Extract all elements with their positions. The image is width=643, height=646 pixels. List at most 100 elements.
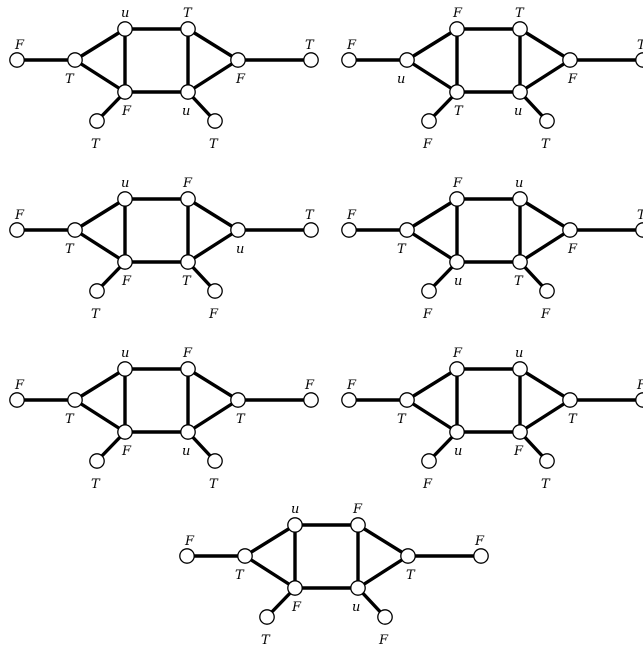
node-left-leaf — [341, 392, 357, 408]
node-leaf-bottom-left — [421, 283, 437, 299]
node-label-left-leaf: F — [14, 38, 25, 53]
edge-top-right-right-hub — [518, 27, 572, 62]
edge-top-right-right-hub — [186, 367, 240, 402]
node-left-leaf — [341, 52, 357, 68]
edge-top-right-right-hub — [186, 197, 240, 232]
edge-bottom-right-right-hub — [186, 398, 240, 434]
node-left-hub — [399, 52, 415, 68]
node-label-top-right: T — [183, 6, 193, 21]
node-label-top-left: u — [121, 6, 129, 21]
node-top-right — [512, 21, 528, 37]
node-label-right-hub: T — [568, 412, 578, 427]
node-bottom-right — [180, 424, 196, 440]
node-label-left-hub: T — [65, 72, 75, 87]
node-label-leaf-bottom-right: F — [208, 307, 219, 322]
node-label-left-leaf: F — [346, 378, 357, 393]
node-bottom-left — [449, 424, 465, 440]
edge-left-hub-top-left — [405, 197, 459, 232]
node-label-bottom-left: F — [121, 104, 132, 119]
node-label-bottom-right: T — [182, 274, 192, 289]
edge-left-hub-bottom-left — [405, 228, 459, 264]
node-leaf-bottom-left — [89, 453, 105, 469]
edge-bottom-right-right-hub — [186, 228, 240, 264]
node-label-bottom-right: u — [182, 444, 190, 459]
edge-left-hub-bottom-left — [405, 58, 459, 94]
node-label-left-hub: T — [65, 242, 75, 257]
node-label-right-hub: u — [236, 242, 244, 257]
node-left-hub — [237, 548, 253, 564]
node-bottom-left — [117, 254, 133, 270]
node-right-hub — [400, 548, 416, 564]
node-left-leaf — [9, 222, 25, 238]
node-top-left — [117, 21, 133, 37]
node-label-right-leaf: T — [637, 38, 643, 53]
edge-left-hub-top-left — [243, 523, 297, 558]
node-label-leaf-bottom-left: F — [422, 137, 433, 152]
node-label-bottom-left: F — [291, 600, 302, 615]
node-label-bottom-right: u — [352, 600, 360, 615]
node-bottom-left — [449, 84, 465, 100]
edge-bottom-right-right-hub — [186, 58, 240, 94]
node-bottom-left — [287, 580, 303, 596]
node-label-right-leaf: T — [637, 208, 643, 223]
edge-top-right-right-hub — [518, 367, 572, 402]
node-bottom-right — [180, 254, 196, 270]
node-left-leaf — [9, 52, 25, 68]
node-label-right-hub: F — [235, 72, 246, 87]
edge-top-right-right-hub — [518, 197, 572, 232]
node-right-hub — [230, 222, 246, 238]
graph-6: FTFuTFuFFT — [341, 346, 643, 492]
node-label-right-hub: T — [236, 412, 246, 427]
node-label-left-hub: u — [397, 72, 405, 87]
edge-left-hub-top-left — [73, 27, 127, 62]
node-label-right-hub: T — [406, 568, 416, 583]
node-label-leaf-bottom-left: F — [422, 477, 433, 492]
edge-left-hub-top-left — [405, 367, 459, 402]
node-label-bottom-left: F — [121, 274, 132, 289]
node-right-leaf — [303, 222, 319, 238]
edge-left-hub-bottom-left — [405, 398, 459, 434]
node-label-left-hub: T — [65, 412, 75, 427]
node-right-hub — [562, 392, 578, 408]
node-top-right — [180, 361, 196, 377]
node-label-right-leaf: F — [474, 534, 485, 549]
node-label-bottom-left: T — [454, 104, 464, 119]
edge-top-right-right-hub — [186, 27, 240, 62]
node-top-left — [449, 21, 465, 37]
node-label-top-left: u — [121, 176, 129, 191]
graph-2: FuFTFTTuFT — [341, 6, 643, 152]
node-left-hub — [67, 392, 83, 408]
node-label-left-leaf: F — [346, 38, 357, 53]
node-label-leaf-bottom-right: T — [209, 477, 219, 492]
node-leaf-bottom-left — [89, 113, 105, 129]
node-label-leaf-bottom-right: F — [540, 307, 551, 322]
node-label-left-leaf: F — [184, 534, 195, 549]
node-right-hub — [230, 392, 246, 408]
node-right-leaf — [635, 222, 643, 238]
node-label-bottom-right: F — [513, 444, 524, 459]
node-left-leaf — [179, 548, 195, 564]
node-label-bottom-left: F — [121, 444, 132, 459]
edge-left-hub-bottom-left — [73, 228, 127, 264]
node-label-leaf-bottom-right: T — [209, 137, 219, 152]
node-top-right — [512, 191, 528, 207]
node-bottom-left — [117, 84, 133, 100]
node-label-leaf-bottom-left: F — [422, 307, 433, 322]
node-label-right-leaf: T — [305, 208, 315, 223]
node-label-left-hub: T — [235, 568, 245, 583]
node-label-leaf-bottom-right: T — [541, 477, 551, 492]
node-right-leaf — [303, 52, 319, 68]
node-label-left-hub: T — [397, 242, 407, 257]
node-label-right-hub: F — [567, 72, 578, 87]
node-left-hub — [67, 222, 83, 238]
node-label-right-leaf: F — [636, 378, 643, 393]
node-right-leaf — [635, 52, 643, 68]
node-right-leaf — [303, 392, 319, 408]
node-label-top-left: F — [452, 346, 463, 361]
edge-left-hub-bottom-left — [243, 554, 297, 590]
node-right-leaf — [635, 392, 643, 408]
node-bottom-right — [350, 580, 366, 596]
